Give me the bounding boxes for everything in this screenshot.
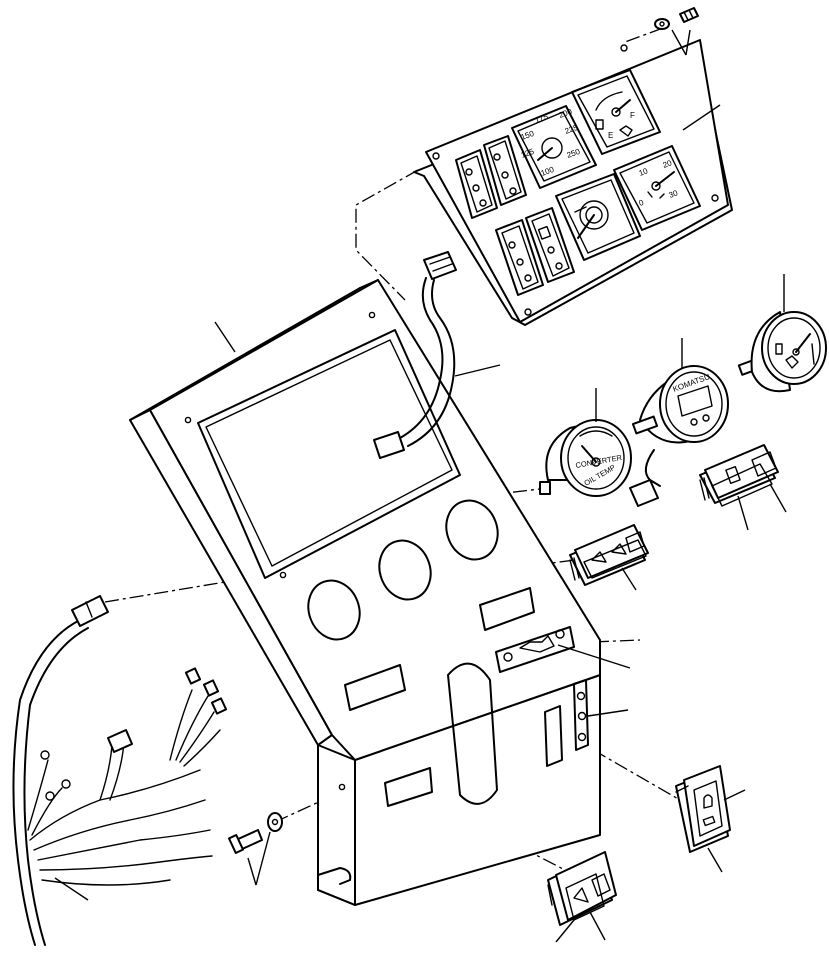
vertical-switch [675,765,731,853]
tach-tick-20: 20 [662,158,674,170]
tach-tick-0: 0 [638,198,646,208]
hazard-switch [547,851,617,926]
cluster-screw-set [654,7,699,30]
speedo-tick-225: 225 [564,123,580,136]
converter-temp-gauge: CONVERTER OIL TEMP [539,419,632,497]
dash-panel-housing [129,279,601,906]
fuel-full-mark: F [630,111,635,120]
speedo-tick-100: 100 [540,165,556,178]
instrument-cluster: 175 200 150 225 125 250 100 E F 10 20 0 … [413,39,733,326]
speedo-tick-150: 150 [520,129,536,142]
center-rocker-switch [569,524,649,586]
oval-slot [447,662,498,805]
leader-lines [54,29,787,943]
speedo-tick-250: 250 [566,147,582,160]
fuel-empty-mark: E [608,131,613,140]
switch-openings [344,587,563,807]
cluster-harness [373,251,457,459]
speedo-tick-175: 175 [534,112,550,125]
side-lamp-strip [573,679,589,751]
tach-tick-30: 30 [668,188,680,200]
right-rocker-switch [699,444,779,507]
hourmeter-gauge: KOMATSU [629,365,729,507]
display-window [197,329,461,579]
panel-mount-screw-set [227,812,283,854]
tach-tick-10: 10 [638,166,650,178]
indicator-strip [495,626,575,673]
gauge-holes [307,499,499,641]
fuel-temp-gauge [737,311,827,393]
speedo-tick-125: 125 [520,147,536,160]
main-wiring-harness [12,595,228,946]
speedo-tick-200: 200 [558,107,574,120]
